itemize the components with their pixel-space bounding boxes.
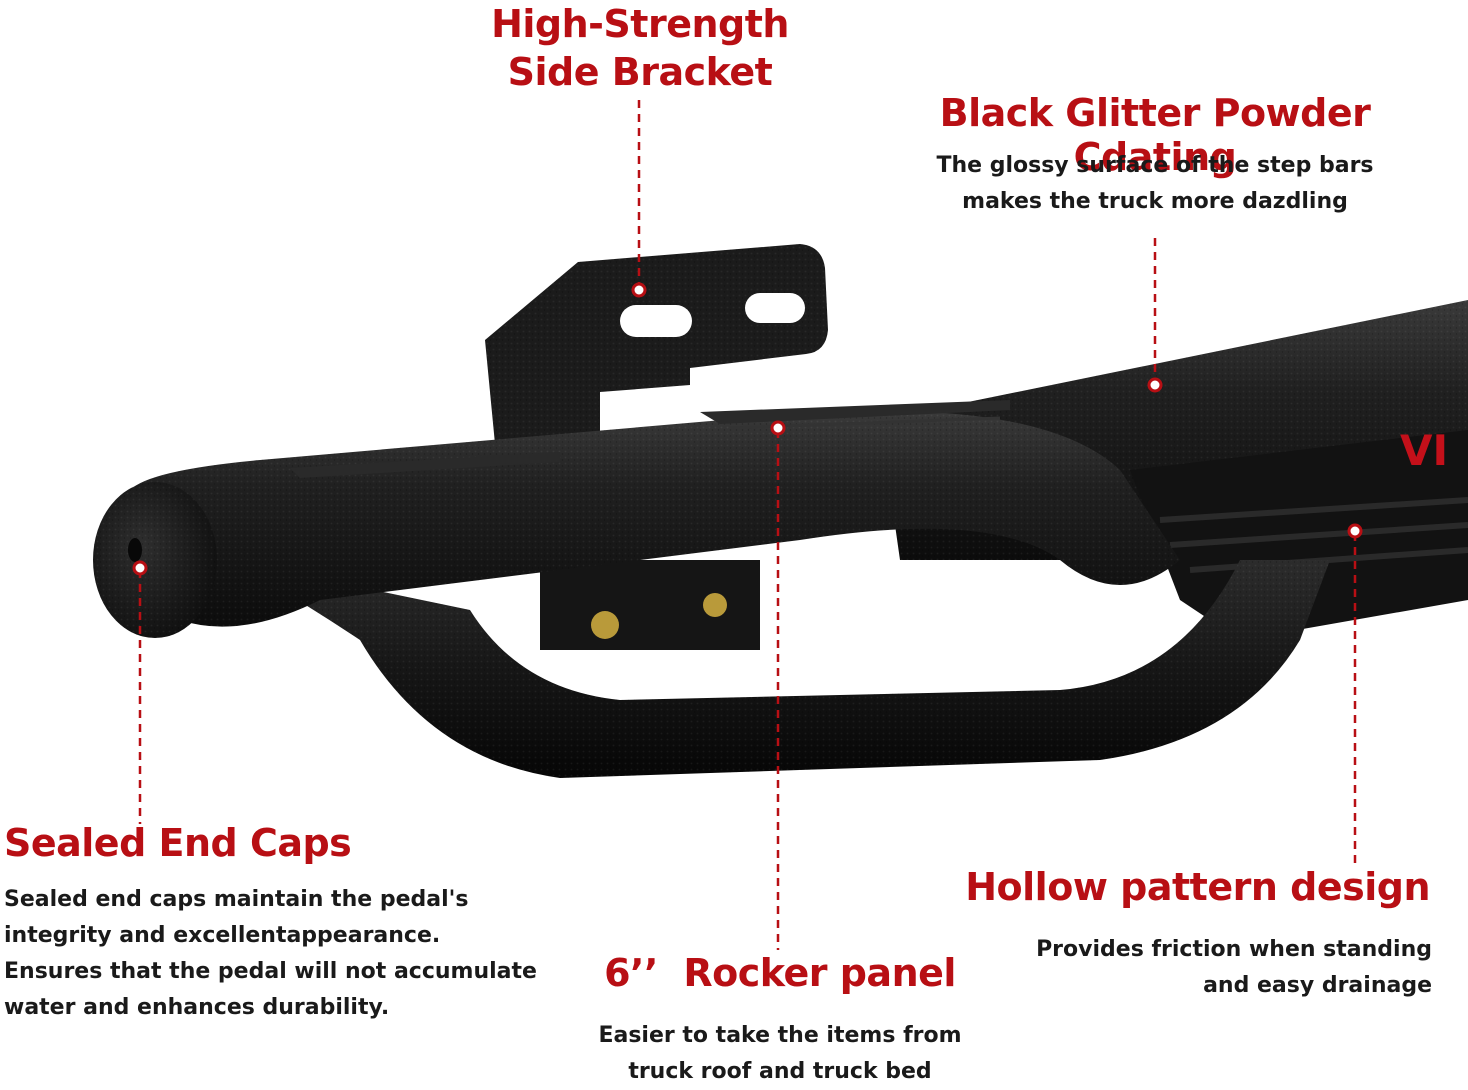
- end-caps-title: Sealed End Caps: [4, 821, 352, 865]
- end-caps-desc-line: Ensures that the pedal will not accumula…: [4, 959, 537, 984]
- bracket-dot: [631, 282, 647, 298]
- lower-tube: [230, 560, 1330, 778]
- end-caps-desc-line: Sealed end caps maintain the pedal's: [4, 887, 469, 912]
- rocker-dot: [770, 420, 786, 436]
- front-tube: [130, 400, 1180, 627]
- coating-title: Black Glitter Powder Cdating: [939, 91, 1371, 179]
- hollow-title: Hollow pattern design: [965, 865, 1430, 909]
- leader-lines: [138, 100, 1357, 950]
- coating-dot: [1147, 377, 1163, 393]
- end-caps-desc: Sealed end caps maintain the pedal's int…: [4, 882, 564, 1026]
- bracket-title-line: Side Bracket: [507, 50, 773, 94]
- logo-mark: VI: [1400, 426, 1448, 475]
- rocker-desc-line: Easier to take the items from: [598, 1023, 962, 1048]
- rocker-desc-line: truck roof and truck bed: [628, 1059, 932, 1084]
- bracket-title: High-Strength Side Bracket: [480, 0, 800, 96]
- end-caps-desc-line: water and enhances durability.: [4, 995, 390, 1020]
- hollow-desc-line: and easy drainage: [1203, 973, 1432, 998]
- coating-desc-line: makes the truck more dazdling: [962, 189, 1348, 214]
- coating-desc: The glossy surface of the step bars make…: [880, 148, 1430, 220]
- hollow-desc-line: Provides friction when standing: [1036, 937, 1432, 962]
- leader-dots: [132, 282, 1363, 576]
- hollow-desc: Provides friction when standing and easy…: [960, 932, 1432, 1004]
- bracket-title-line: High-Strength: [491, 2, 789, 46]
- rocker-title: 6’’ Rocker panel: [604, 951, 956, 995]
- end-caps-desc-line: integrity and excellentappearance.: [4, 923, 441, 948]
- rocker-desc: Easier to take the items from truck roof…: [560, 1018, 1000, 1090]
- side-bracket: [485, 244, 828, 650]
- end-cap-dot: [132, 560, 148, 576]
- hollow-dot: [1347, 523, 1363, 539]
- end-cap: [93, 482, 217, 638]
- coating-desc-line: The glossy surface of the step bars: [936, 153, 1374, 178]
